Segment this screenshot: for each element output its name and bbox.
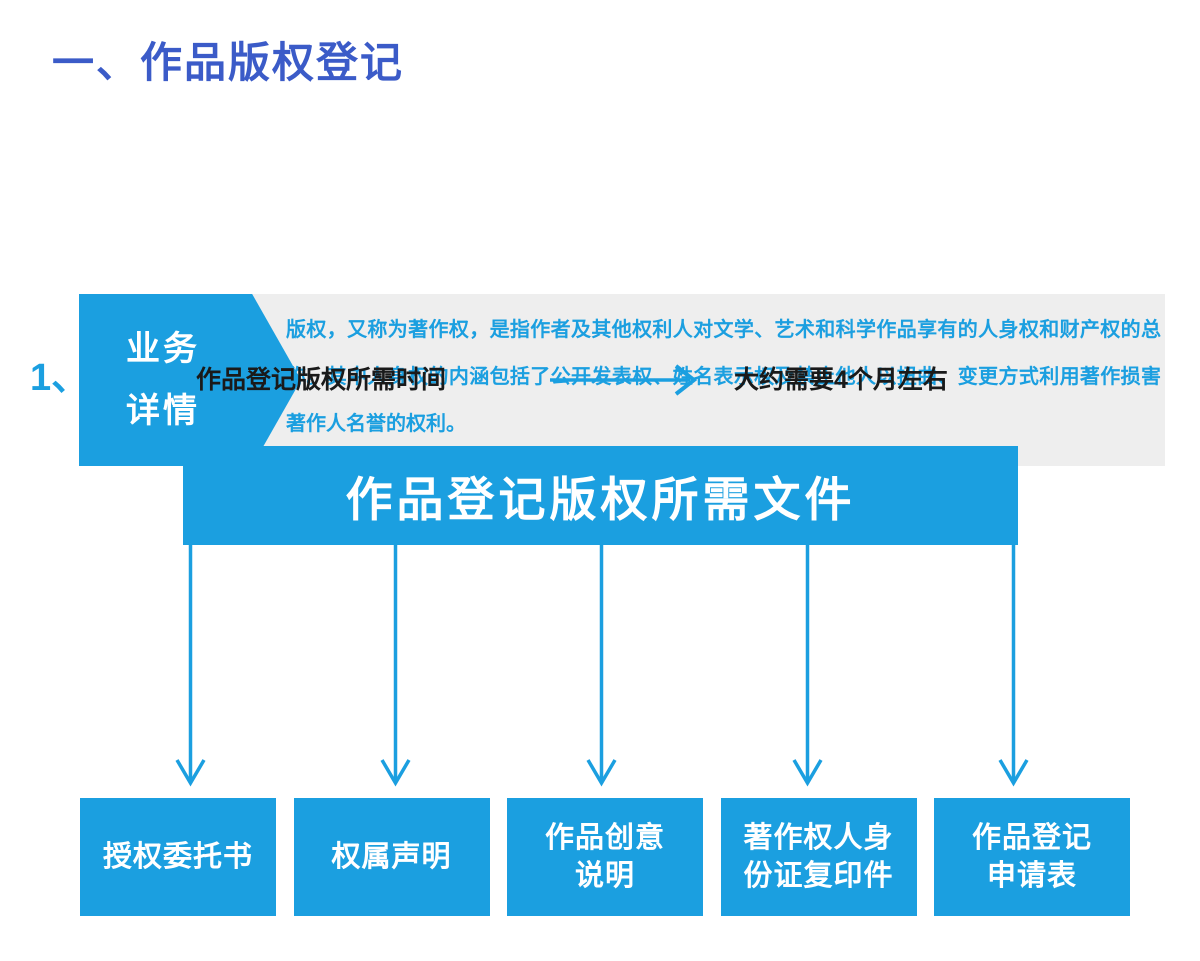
document-box-creative-description[interactable]: 作品创意 说明 bbox=[507, 798, 703, 916]
connector-head-5 bbox=[998, 759, 1029, 787]
timing-value: 大约需要4个月左右 bbox=[734, 366, 948, 394]
arrow-right-icon bbox=[548, 360, 698, 400]
business-detail-block: 1、 业务 详情 版权，又称为著作权，是指作者及其他权利人对文学、艺术和科学作品… bbox=[0, 147, 1200, 466]
document-box-ownership-statement[interactable]: 权属声明 bbox=[293, 798, 490, 916]
badge-line-1: 业务 bbox=[126, 330, 200, 368]
business-detail-badge: 业务 详情 bbox=[79, 294, 301, 466]
document-box-authorization[interactable]: 授权委托书 bbox=[80, 798, 276, 916]
page-title: 一、作品版权登记 bbox=[52, 39, 405, 86]
business-detail-body-text: 版权，又称为著作权，是指作者及其他权利人对文学、艺术和科学作品享有的人身权和财产… bbox=[286, 319, 1161, 435]
connector-head-1 bbox=[175, 759, 206, 787]
document-box-application-form[interactable]: 作品登记 申请表 bbox=[934, 798, 1130, 916]
business-detail-badge-label: 业务 详情 bbox=[79, 318, 247, 442]
documents-row: 授权委托书 权属声明 作品创意 说明 著作权人身 份证复印件 作品登记 申请表 bbox=[80, 798, 1130, 916]
documents-header-bar: 作品登记版权所需文件 bbox=[183, 446, 1018, 545]
document-box-id-copy[interactable]: 著作权人身 份证复印件 bbox=[720, 798, 917, 916]
connector-head-2 bbox=[380, 759, 411, 787]
timing-label: 作品登记版权所需时间 bbox=[196, 366, 447, 394]
connector-head-4 bbox=[792, 759, 823, 787]
timing-row: 作品登记版权所需时间 大约需要4个月左右 bbox=[0, 360, 1200, 404]
connector-head-3 bbox=[586, 759, 617, 787]
badge-line-2: 详情 bbox=[126, 392, 200, 430]
